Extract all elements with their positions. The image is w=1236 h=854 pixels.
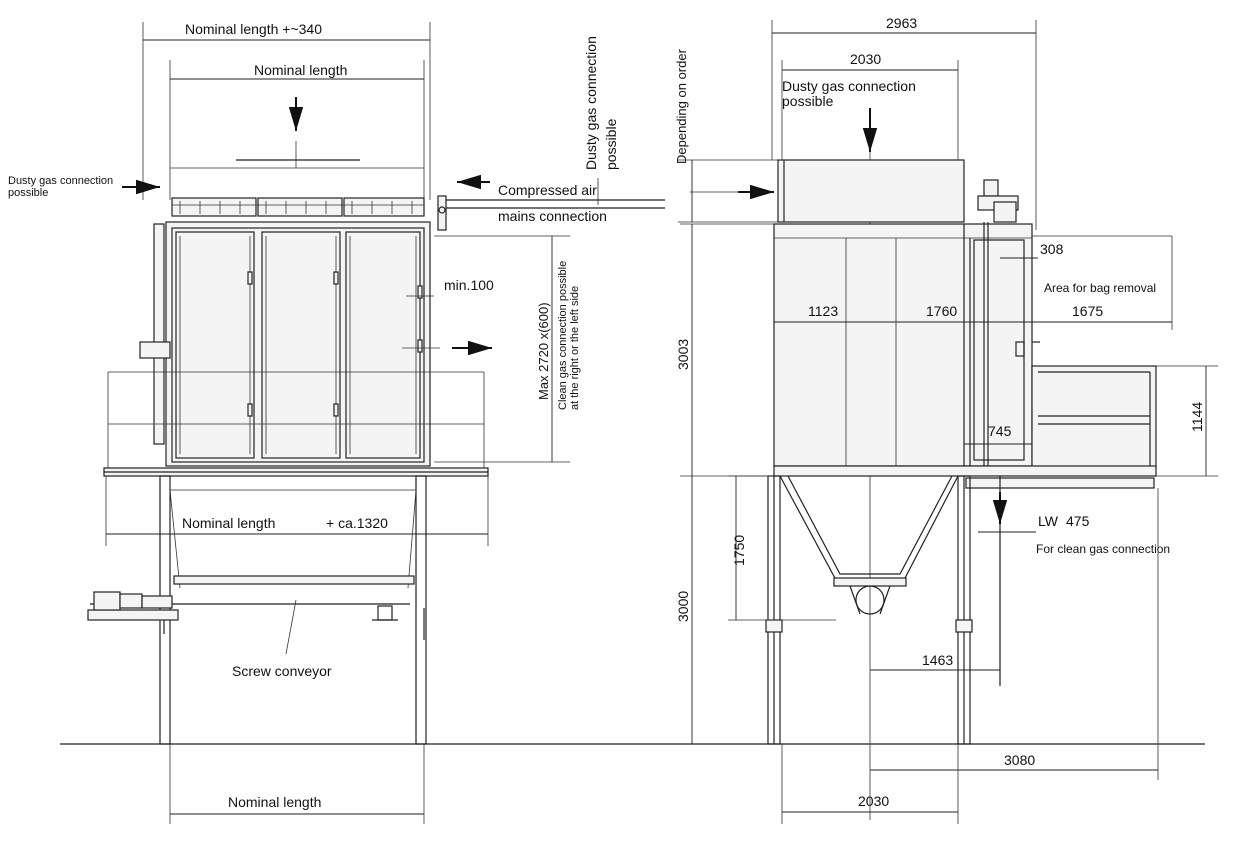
label-dusty-gas-left-1: Dusty gas connection xyxy=(8,175,113,187)
label-2963: 2963 xyxy=(886,15,917,31)
label-area-bag-removal: Area for bag removal xyxy=(1044,281,1156,295)
svg-text:3000: 3000 xyxy=(675,591,691,622)
svg-text:Clean gas connection possible: Clean gas connection possible xyxy=(557,261,569,410)
hopper xyxy=(779,475,959,581)
label-compressed-air: Compressed air xyxy=(498,182,597,198)
label-nominal-length-bottom: Nominal length xyxy=(228,794,321,810)
label-depending-on-order: Depending on order xyxy=(674,48,689,164)
svg-text:Max 2720 x(600): Max 2720 x(600) xyxy=(536,302,551,400)
front-filter-housing xyxy=(165,221,431,467)
label-2030-bottom: 2030 xyxy=(858,793,889,809)
header-unit-2 xyxy=(257,197,343,217)
svg-text:1750: 1750 xyxy=(731,535,747,566)
svg-text:Dusty gas connection: Dusty gas connection xyxy=(583,36,599,170)
label-3000: 3000 xyxy=(675,591,691,622)
dim-nominal-length-340: Nominal length +~340 xyxy=(142,21,431,200)
label-clean-gas-connection: For clean gas connection xyxy=(1036,542,1170,556)
label-1144: 1144 xyxy=(1189,402,1205,432)
label-1750: 1750 xyxy=(731,535,747,566)
label-dusty-gas-side-2: possible xyxy=(782,93,834,109)
filter-door-1 xyxy=(175,231,255,459)
front-view: Nominal length +~340 Nominal length Dust… xyxy=(8,21,665,824)
side-compressed-air-assembly xyxy=(983,179,999,197)
side-inlet-box xyxy=(777,159,965,223)
front-leg-right xyxy=(415,475,427,745)
label-1675: 1675 xyxy=(1072,303,1103,319)
screw-conveyor-trough xyxy=(173,575,415,585)
svg-text:possible: possible xyxy=(603,118,619,170)
label-dusty-gas-side-1: Dusty gas connection xyxy=(782,78,916,94)
label-dusty-gas-vertical: Dusty gas connection possible xyxy=(583,36,619,170)
filter-door-2 xyxy=(261,231,341,459)
label-3003: 3003 xyxy=(675,339,691,370)
label-nominal-length-340: Nominal length +~340 xyxy=(185,21,322,37)
side-filter-housing xyxy=(773,223,1033,467)
label-1463: 1463 xyxy=(922,652,953,668)
label-lw: LW xyxy=(1038,513,1059,529)
label-745: 745 xyxy=(988,423,1012,439)
label-2030-top: 2030 xyxy=(850,51,881,67)
label-308: 308 xyxy=(1040,241,1064,257)
label-nominal-length-1320-b: + ca.1320 xyxy=(326,515,388,531)
label-nominal-length-top: Nominal length xyxy=(254,62,347,78)
bag-removal-platform xyxy=(1031,365,1157,469)
label-1123: 1123 xyxy=(808,303,838,319)
svg-text:1144: 1144 xyxy=(1189,402,1205,432)
label-clean-gas-note: Clean gas connection possible at the rig… xyxy=(557,261,581,410)
svg-text:3003: 3003 xyxy=(675,339,691,370)
label-nominal-length-1320-a: Nominal length xyxy=(182,515,275,531)
side-base-frame xyxy=(773,465,1157,477)
label-475: 475 xyxy=(1066,513,1090,529)
label-3080: 3080 xyxy=(1004,752,1035,768)
svg-text:at the right or the left side: at the right or the left side xyxy=(569,286,581,410)
side-view: 2963 2030 Dusty gas connection possible … xyxy=(674,15,1218,824)
label-max-2720: Max 2720 x(600) xyxy=(536,302,551,400)
header-unit-1 xyxy=(171,197,257,217)
label-min-100: min.100 xyxy=(444,277,494,293)
svg-text:Depending on order: Depending on order xyxy=(674,48,689,164)
label-dusty-gas-left-2: possible xyxy=(8,187,48,199)
conveyor-motor xyxy=(93,591,121,611)
hopper-outlet xyxy=(855,585,885,615)
label-mains-connection: mains connection xyxy=(498,208,607,224)
label-1760: 1760 xyxy=(926,303,957,319)
header-unit-3 xyxy=(343,197,425,217)
dim-nominal-length-top: Nominal length xyxy=(169,60,425,200)
label-screw-conveyor: Screw conveyor xyxy=(232,663,332,679)
